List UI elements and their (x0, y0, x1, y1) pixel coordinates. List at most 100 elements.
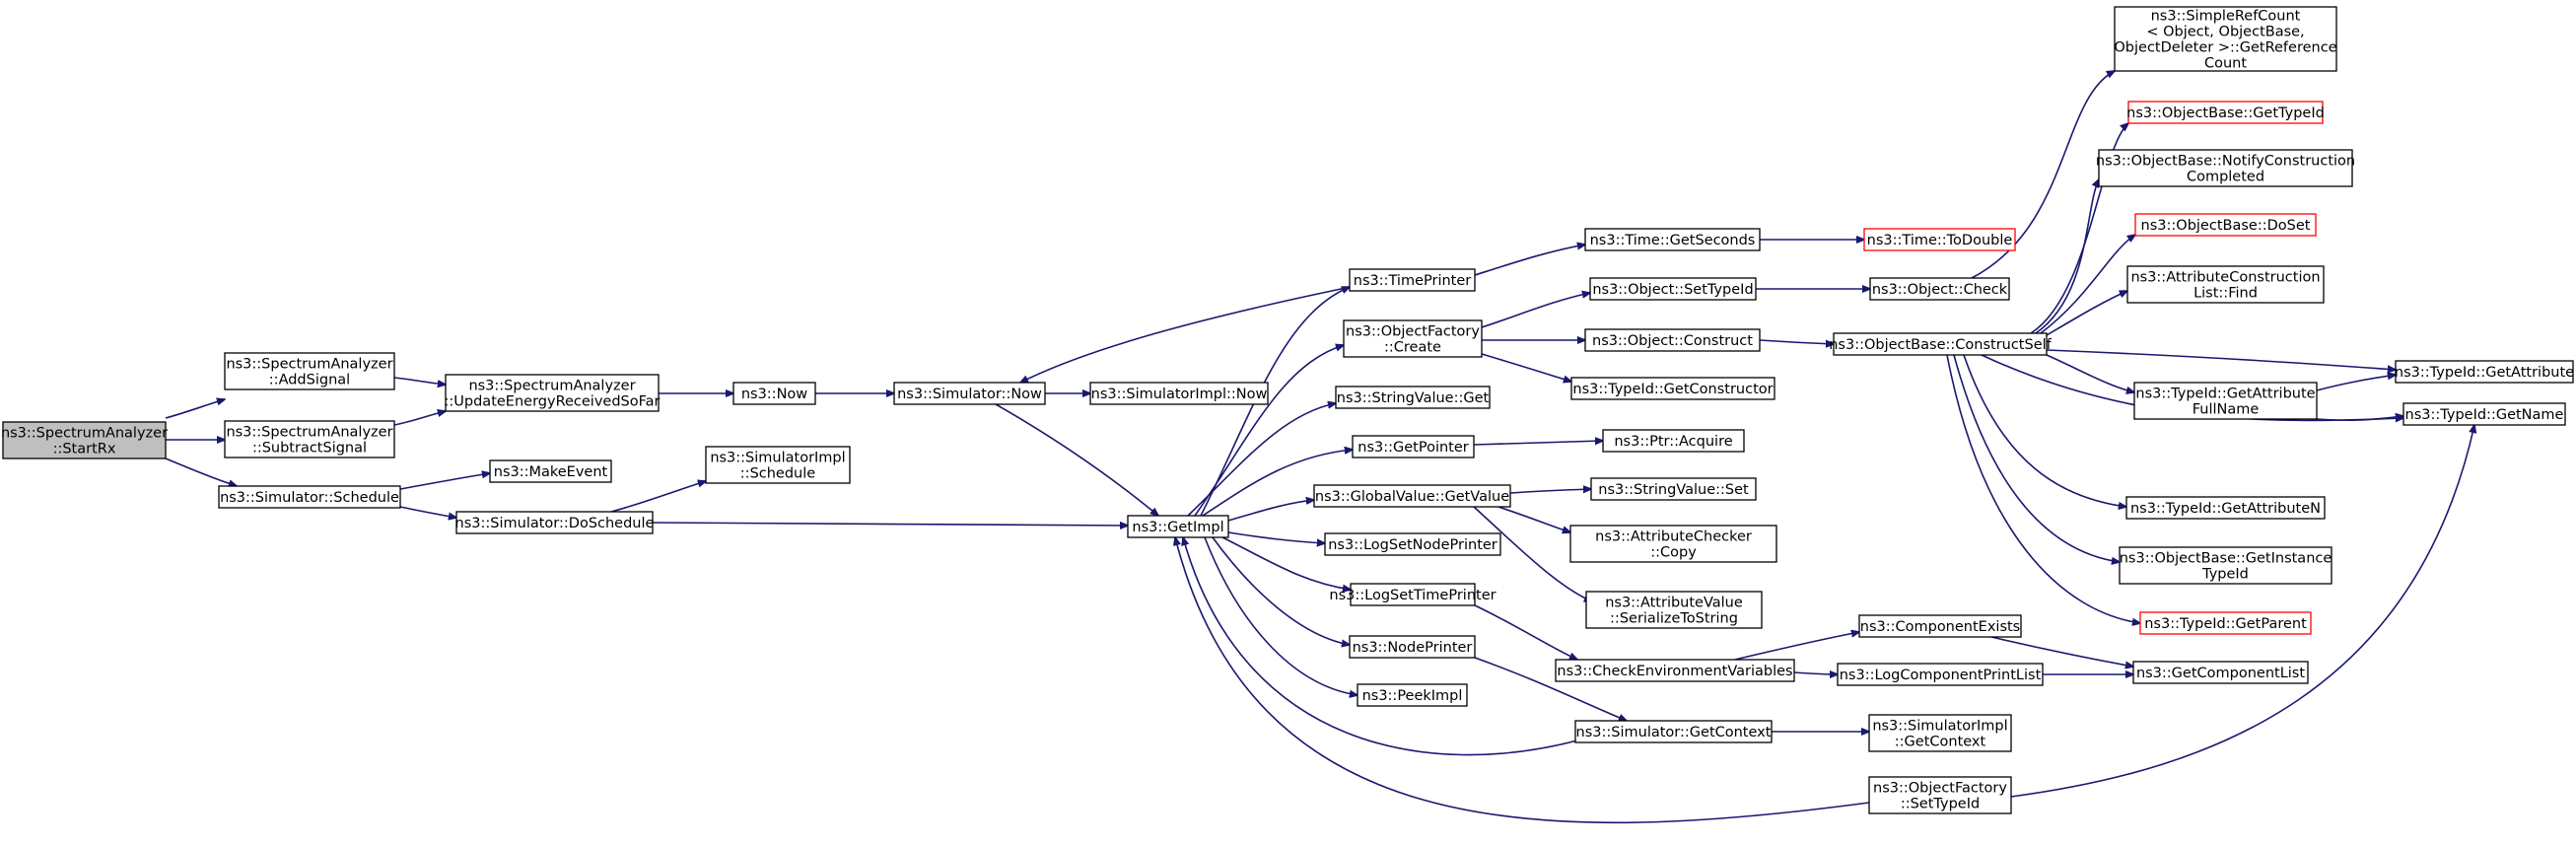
edge-path (1946, 354, 2140, 623)
node-updateenergy[interactable]: ns3::SpectrumAnalyzer::UpdateEnergyRecei… (445, 374, 661, 412)
node-getcomponentlist[interactable]: ns3::GetComponentList (2132, 661, 2309, 684)
node-box (2126, 265, 2325, 304)
node-box (1343, 319, 1483, 358)
node-box (1349, 268, 1476, 292)
node-simimplschedule[interactable]: ns3::SimulatorImpl::Schedule (705, 446, 851, 484)
node-componentexists[interactable]: ns3::ComponentExists (1858, 614, 2022, 638)
node-attrcheckercopy[interactable]: ns3::AttributeChecker::Copy (1569, 525, 1777, 563)
node-makeevent[interactable]: ns3::MakeEvent (489, 459, 612, 483)
edge-getattributefullname-to-typeidgetattribute (2316, 375, 2396, 391)
node-timeprinter[interactable]: ns3::TimePrinter (1349, 268, 1476, 292)
node-objectcheck[interactable]: ns3::Object::Check (1869, 277, 2010, 301)
node-label-line: ns3::Ptr::Acquire (1614, 434, 1732, 450)
node-label-line: Count (2204, 56, 2247, 72)
node-box (2134, 213, 2317, 237)
node-constructself[interactable]: ns3::ObjectBase::ConstructSelf (1829, 332, 2053, 356)
node-simplerefcount[interactable]: ns3::SimpleRefCount< Object, ObjectBase,… (2114, 6, 2337, 72)
node-objectsettypeid[interactable]: ns3::Object::SetTypeId (1589, 277, 1757, 301)
node-notifyconstruction[interactable]: ns3::ObjectBase::NotifyConstructionCompl… (2096, 149, 2355, 187)
node-logcomponentprintlist[interactable]: ns3::LogComponentPrintList (1837, 663, 2044, 686)
edge-timeprinter-to-timegetseconds (1474, 245, 1585, 276)
node-label-line: ns3::ObjectBase::GetTypeId (2126, 106, 2325, 121)
node-simnow[interactable]: ns3::Simulator::Now (893, 382, 1046, 405)
node-box (1313, 484, 1511, 508)
node-label-line: FullName (2193, 402, 2260, 418)
edge-globalvaluegetvalue-to-stringvalueset (1509, 489, 1591, 494)
node-peekimpl[interactable]: ns3::PeekImpl (1357, 683, 1468, 707)
node-label-line: ns3::Now (741, 387, 807, 402)
edge-path (399, 473, 490, 490)
node-label-line: ns3::TypeId::GetParent (2144, 616, 2307, 632)
node-typeidgetconstructor[interactable]: ns3::TypeId::GetConstructor (1570, 377, 1775, 400)
node-objbasegettypeid[interactable]: ns3::ObjectBase::GetTypeId (2126, 101, 2325, 124)
node-objectconstruct[interactable]: ns3::Object::Construct (1584, 328, 1761, 352)
node-getimpl[interactable]: ns3::GetImpl (1127, 515, 1229, 538)
node-addsignal[interactable]: ns3::SpectrumAnalyzer::AddSignal (224, 352, 395, 390)
edge-path (1474, 604, 1577, 660)
node-label-line: ns3::Simulator::Schedule (220, 490, 399, 506)
node-attrvalueserialize[interactable]: ns3::AttributeValue::SerializeToString (1585, 591, 1763, 629)
node-checkenv[interactable]: ns3::CheckEnvironmentVariables (1555, 659, 1795, 682)
node-objfactorysettypeid[interactable]: ns3::ObjectFactory::SetTypeId (1868, 776, 2012, 814)
edge-simnow-to-getimpl (995, 403, 1158, 516)
node-getpointer[interactable]: ns3::GetPointer (1352, 435, 1475, 458)
node-label-line: ns3::MakeEvent (494, 464, 608, 480)
node-simgetcontext[interactable]: ns3::Simulator::GetContext (1574, 720, 1773, 743)
node-box (2, 421, 167, 459)
edge-path (393, 411, 446, 426)
node-typeidgetname[interactable]: ns3::TypeId::GetName (2402, 402, 2566, 426)
node-typeidgetattribute[interactable]: ns3::TypeId::GetAttribute (2395, 360, 2574, 384)
node-simimplnow[interactable]: ns3::SimulatorImpl::Now (1089, 382, 1269, 405)
node-typeidgetparent[interactable]: ns3::TypeId::GetParent (2139, 611, 2312, 635)
node-label-line: ns3::Time::GetSeconds (1590, 233, 1756, 248)
edge-componentexists-to-getcomponentlist (1990, 636, 2133, 667)
node-logsetnodeprinter[interactable]: ns3::LogSetNodePrinter (1324, 532, 1501, 556)
edge-path (2010, 425, 2474, 798)
node-stringvalueset[interactable]: ns3::StringValue::Set (1590, 477, 1757, 501)
edge-objfactorycreate-to-typeidgetconstructor (1481, 353, 1571, 382)
node-label-line: Completed (2187, 170, 2264, 185)
node-box (2114, 6, 2337, 72)
node-box (1569, 525, 1777, 563)
node-timegetseconds[interactable]: ns3::Time::GetSeconds (1584, 228, 1761, 251)
edge-objfactorysettypeid-to-getimpl (1175, 537, 1870, 824)
edge-constructself-to-objbasedoset (2040, 235, 2135, 334)
edge-addsignal-to-updateenergy (393, 377, 446, 385)
node-ptracquire[interactable]: ns3::Ptr::Acquire (1602, 429, 1745, 453)
node-subtractsignal[interactable]: ns3::SpectrumAnalyzer::SubtractSignal (224, 420, 395, 458)
node-label-line: ns3::SpectrumAnalyzer (1, 426, 168, 442)
node-label-line: ::Schedule (740, 466, 815, 482)
node-stringvalueget[interactable]: ns3::StringValue::Get (1335, 386, 1491, 409)
node-globalvaluegetvalue[interactable]: ns3::GlobalValue::GetValue (1313, 484, 1511, 508)
edge-path (2046, 349, 2396, 370)
edge-constructself-to-typeidgetattribute (2046, 349, 2396, 370)
node-box (2125, 496, 2326, 520)
node-label-line: ns3::PeekImpl (1362, 688, 1463, 704)
node-box (1869, 277, 2010, 301)
edge-path (1759, 339, 1834, 344)
node-timetodouble[interactable]: ns3::Time::ToDouble (1863, 228, 2016, 251)
edge-path (1481, 353, 1571, 382)
node-logsettimeprinter[interactable]: ns3::LogSetTimePrinter (1329, 583, 1497, 606)
node-objbasedoset[interactable]: ns3::ObjectBase::DoSet (2134, 213, 2317, 237)
node-label-line: ns3::NodePrinter (1353, 640, 1473, 656)
node-box (1555, 659, 1795, 682)
node-simimplgetcontext[interactable]: ns3::SimulatorImpl::GetContext (1868, 714, 2012, 752)
node-getattributen[interactable]: ns3::TypeId::GetAttributeN (2125, 496, 2326, 520)
node-nodeprinter[interactable]: ns3::NodePrinter (1349, 635, 1476, 659)
node-schedule[interactable]: ns3::Simulator::Schedule (218, 485, 401, 509)
node-objfactorycreate[interactable]: ns3::ObjectFactory::Create (1343, 319, 1483, 358)
node-label-line: ns3::Simulator::Now (897, 387, 1042, 402)
edge-startrx-to-schedule (165, 458, 237, 486)
edge-path (165, 399, 225, 419)
edge-getattributefullname-to-typeidgetname (2316, 416, 2403, 420)
node-doschedule[interactable]: ns3::Simulator::DoSchedule (455, 511, 655, 534)
node-box (1602, 429, 1745, 453)
node-now[interactable]: ns3::Now (732, 382, 816, 405)
node-box (2127, 101, 2324, 124)
node-label-line: ns3::Simulator::DoSchedule (455, 516, 655, 531)
edge-globalvaluegetvalue-to-attrcheckercopy (1497, 506, 1570, 532)
